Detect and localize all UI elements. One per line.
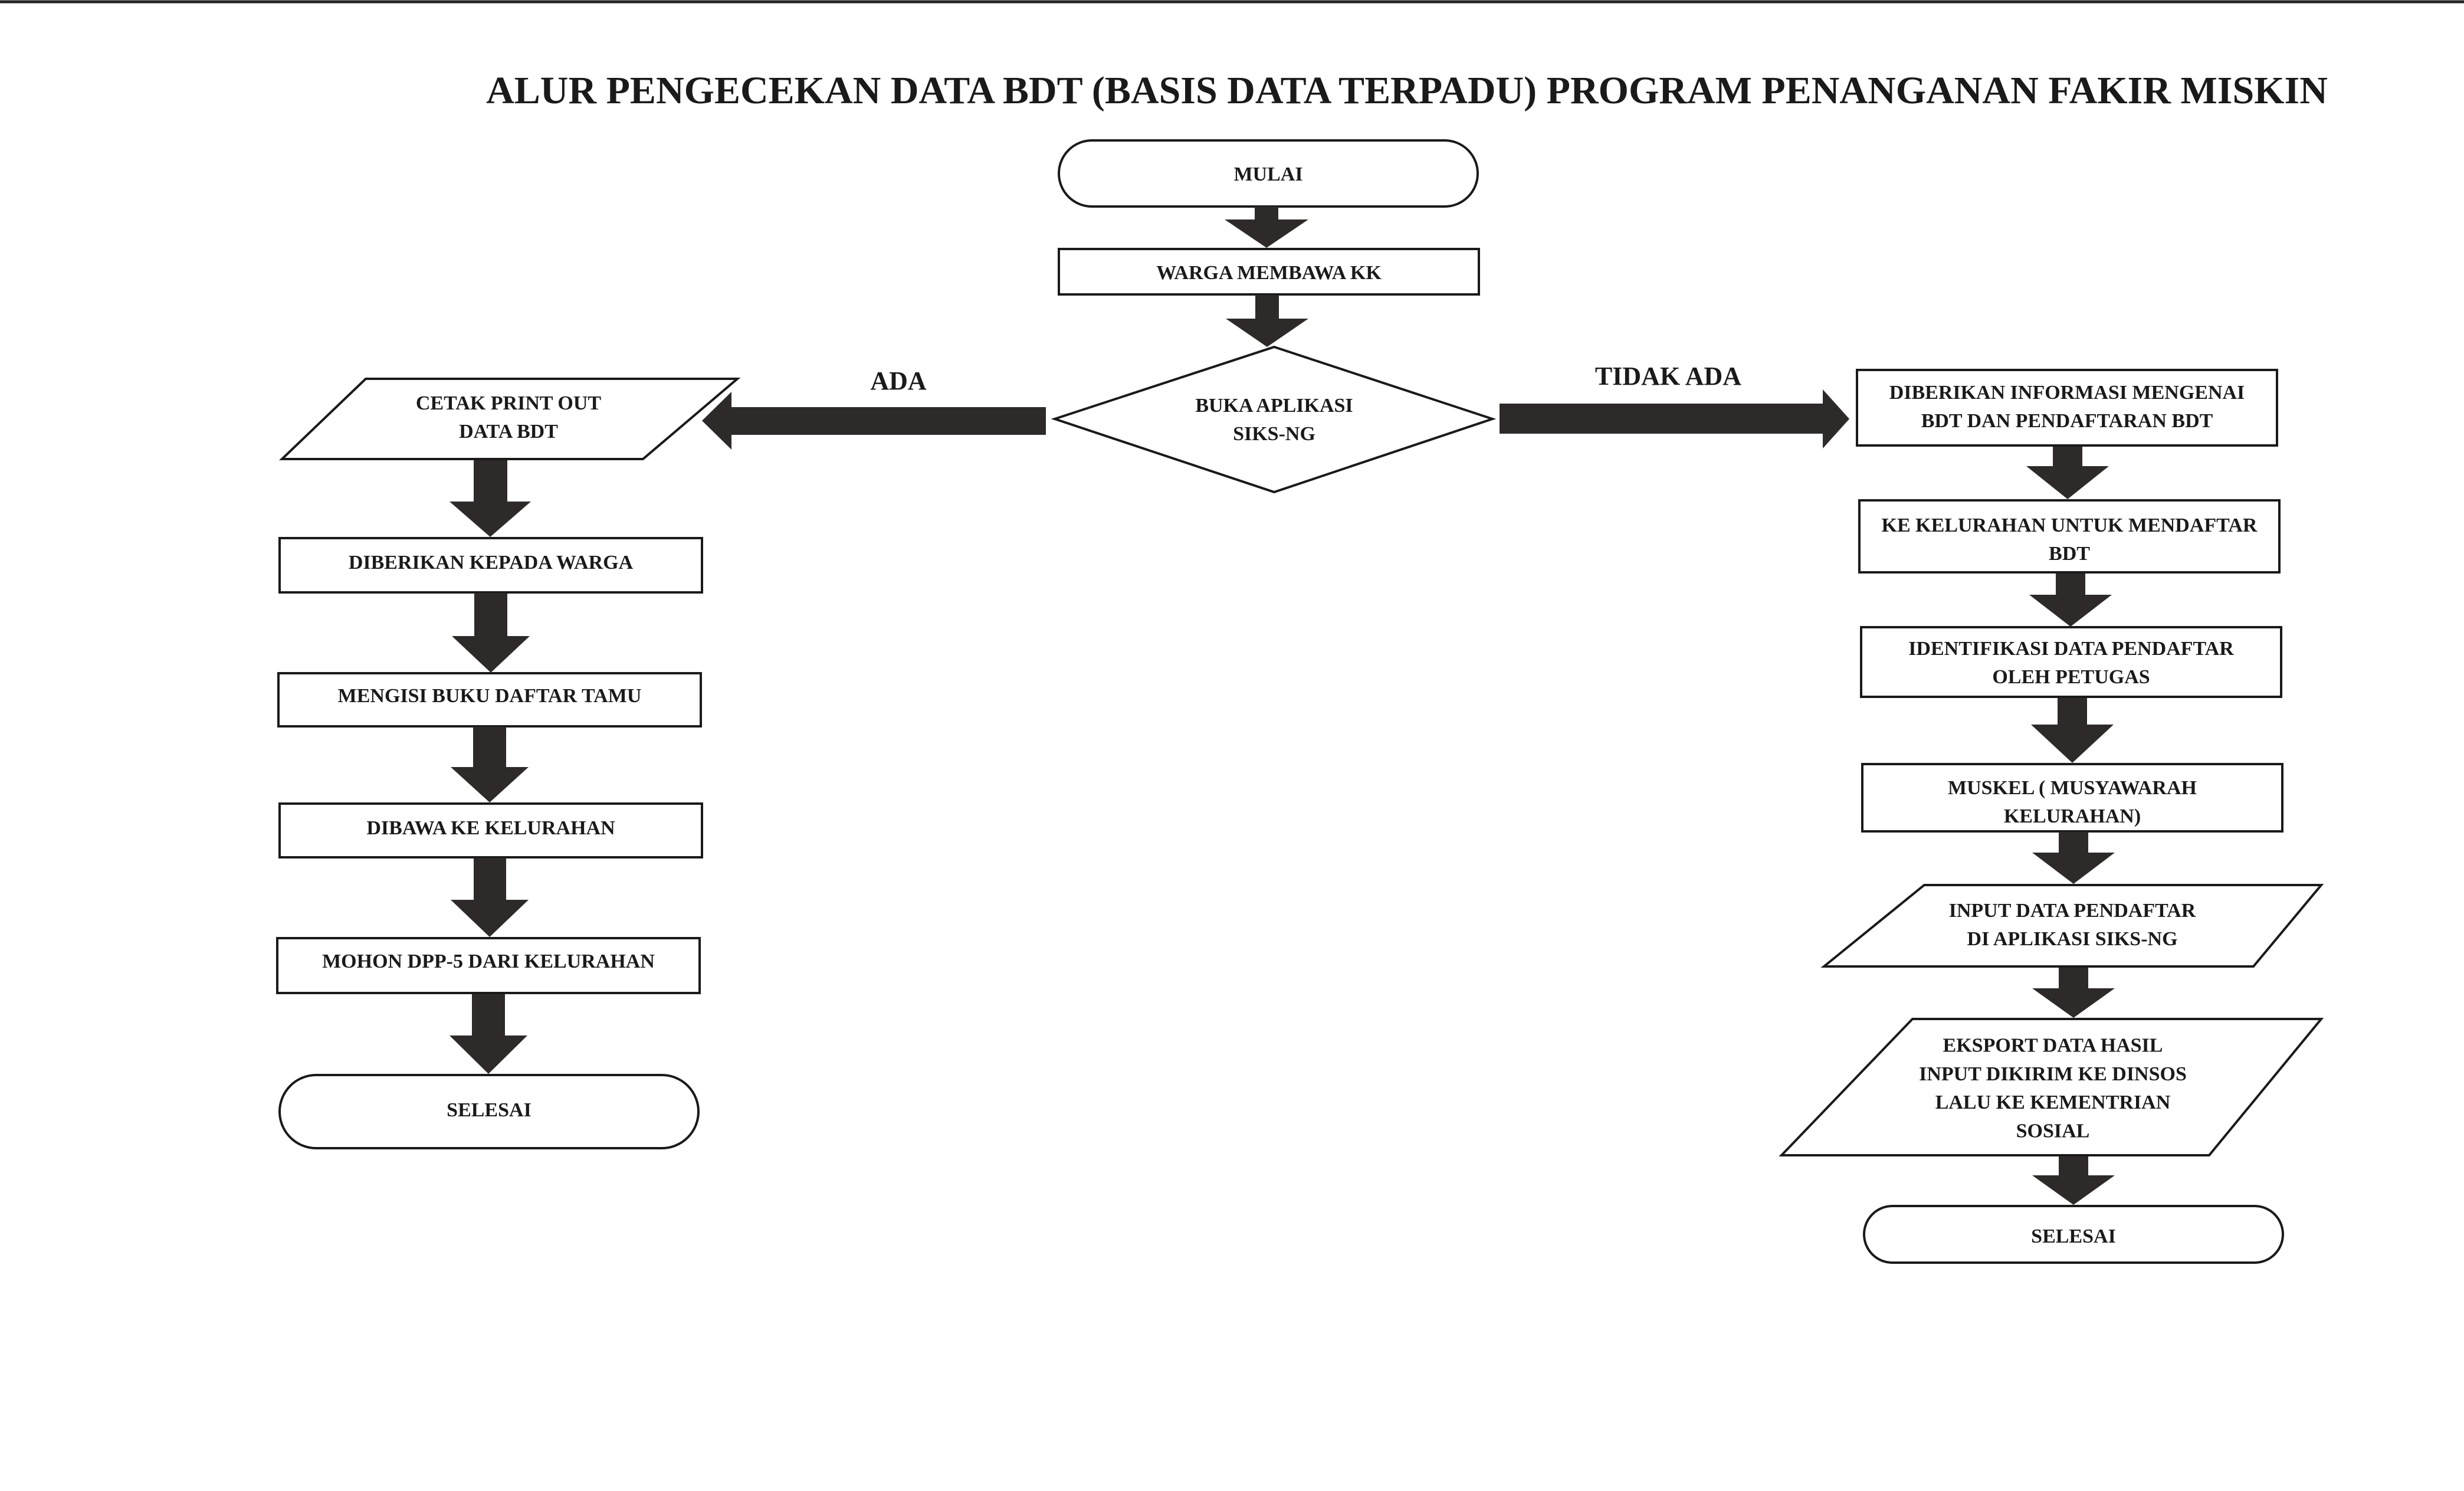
guestbook-box — [277, 672, 702, 728]
connectors — [450, 207, 2115, 1205]
page-title: ALUR PENGECEKAN DATA BDT (BASIS DATA TER… — [486, 69, 2328, 112]
node-start: MULAI — [1058, 139, 1479, 208]
input-label: INPUT DATA PENDAFTAR DI APLIKASI SIKS-NG — [1949, 900, 2196, 950]
r-end-line-1: SELESAI — [2031, 1225, 2116, 1247]
arrow-register-to-identify — [2029, 574, 2112, 627]
end-left-terminator — [278, 1074, 700, 1149]
r-identify-line-1: IDENTIFIKASI DATA PENDAFTAR — [1908, 638, 2234, 660]
node-guestbook: MENGISI BUKU DAFTAR TAMU — [277, 672, 702, 728]
arrow-muskel-to-input — [2032, 832, 2115, 884]
take-kelurahan-label: DIBAWA KE KELURAHAN — [366, 817, 615, 839]
arrow-identify-to-muskel — [2031, 698, 2114, 763]
muskel-label: MUSKEL ( MUSYAWARAH KELURAHAN) — [1948, 777, 2197, 827]
arrow-print-to-give — [450, 460, 531, 537]
arrow-give-to-guestbook — [452, 593, 530, 673]
print-out-label: CETAK PRINT OUT DATA BDT — [416, 392, 602, 443]
print-out-parallelogram — [279, 378, 741, 460]
r-identify-line-2: OLEH PETUGAS — [1992, 666, 2150, 688]
node-identify: IDENTIFIKASI DATA PENDAFTAR OLEH PETUGAS — [1860, 626, 2282, 698]
node-print-out: CETAK PRINT OUT DATA BDT — [279, 378, 741, 460]
end-right-terminator — [1863, 1205, 2284, 1264]
l-give-line-1: DIBERIKAN KEPADA WARGA — [349, 552, 634, 574]
give-citizen-label: DIBERIKAN KEPADA WARGA — [349, 552, 634, 574]
node-muskel: MUSKEL ( MUSYAWARAH KELURAHAN) — [1861, 763, 2283, 833]
r-input-line-2: DI APLIKASI SIKS-NG — [1967, 928, 2177, 950]
input-parallelogram — [1820, 884, 2324, 968]
r-info-line-2: BDT DAN PENDAFTARAN BDT — [1921, 410, 2213, 432]
node-dpp5: MOHON DPP-5 DARI KELURAHAN — [276, 937, 701, 994]
guestbook-label: MENGISI BUKU DAFTAR TAMU — [338, 685, 642, 707]
arrow-kk-to-decision — [1226, 295, 1308, 347]
give-citizen-box — [278, 537, 703, 594]
decision-label: BUKA APLIKASI SIKS-NG — [1195, 395, 1353, 445]
bring-kk-line-1: WARGA MEMBAWA KK — [1156, 262, 1382, 284]
node-end-left: SELESAI — [278, 1074, 700, 1149]
node-register: KE KELURAHAN UNTUK MENDAFTAR BDT — [1858, 499, 2281, 574]
muskel-box — [1861, 763, 2283, 833]
info-label: DIBERIKAN INFORMASI MENGENAI BDT DAN PEND… — [1889, 382, 2245, 432]
node-info: DIBERIKAN INFORMASI MENGENAI BDT DAN PEND… — [1856, 369, 2278, 447]
decision-line-2: SIKS-NG — [1233, 423, 1315, 445]
bring-kk-box — [1058, 248, 1480, 296]
node-input: INPUT DATA PENDAFTAR DI APLIKASI SIKS-NG — [1820, 884, 2324, 968]
r-export-line-1: EKSPORT DATA HASIL — [1943, 1034, 2163, 1056]
decision-diamond — [1051, 345, 1497, 494]
r-info-line-1: DIBERIKAN INFORMASI MENGENAI — [1889, 382, 2245, 404]
l-guestbook-line-1: MENGISI BUKU DAFTAR TAMU — [338, 685, 642, 707]
identify-box — [1860, 626, 2282, 698]
r-muskel-line-1: MUSKEL ( MUSYAWARAH — [1948, 777, 2197, 799]
l-dpp5-line-1: MOHON DPP-5 DARI KELURAHAN — [322, 951, 655, 972]
arrow-guestbook-to-take — [451, 727, 529, 802]
register-box — [1858, 499, 2281, 574]
start-line-1: MULAI — [1233, 163, 1302, 185]
node-take-kelurahan: DIBAWA KE KELURAHAN — [278, 802, 703, 858]
end-left-label: SELESAI — [447, 1099, 531, 1121]
dpp5-label: MOHON DPP-5 DARI KELURAHAN — [322, 951, 655, 972]
r-export-line-3: LALU KE KEMENTRIAN — [1935, 1092, 2171, 1113]
l-print-line-1: CETAK PRINT OUT — [416, 392, 602, 414]
r-input-line-1: INPUT DATA PENDAFTAR — [1949, 900, 2196, 922]
r-register-line-1: KE KELURAHAN UNTUK MENDAFTAR — [1882, 515, 2258, 536]
node-bring-kk: WARGA MEMBAWA KK — [1058, 248, 1480, 296]
node-give-citizen: DIBERIKAN KEPADA WARGA — [278, 537, 703, 594]
identify-label: IDENTIFIKASI DATA PENDAFTAR OLEH PETUGAS — [1908, 638, 2234, 688]
take-kelurahan-box — [278, 802, 703, 858]
r-export-line-4: SOSIAL — [2016, 1120, 2090, 1142]
r-export-line-2: INPUT DIKIRIM KE DINSOS — [1919, 1063, 2187, 1085]
node-decision: BUKA APLIKASI SIKS-NG — [1051, 345, 1497, 494]
arrow-input-to-export — [2032, 968, 2115, 1018]
dpp5-box — [276, 937, 701, 994]
arrow-start-to-kk — [1225, 207, 1308, 248]
bring-kk-label: WARGA MEMBAWA KK — [1156, 262, 1382, 284]
end-right-label: SELESAI — [2031, 1225, 2116, 1247]
export-parallelogram — [1779, 1018, 2324, 1156]
register-label: KE KELURAHAN UNTUK MENDAFTAR BDT — [1882, 515, 2258, 565]
node-end-right: SELESAI — [1863, 1205, 2284, 1264]
start-label: MULAI — [1233, 163, 1302, 185]
arrow-dpp5-to-end — [450, 994, 527, 1074]
info-box — [1856, 369, 2278, 447]
branch-label-yes: ADA — [870, 366, 927, 395]
arrow-decision-to-left — [702, 392, 1046, 450]
node-export: EKSPORT DATA HASIL INPUT DIKIRIM KE DINSO… — [1779, 1018, 2324, 1156]
export-label: EKSPORT DATA HASIL INPUT DIKIRIM KE DINSO… — [1919, 1034, 2187, 1142]
arrow-take-to-dpp5 — [451, 858, 529, 937]
arrow-info-to-register — [2026, 447, 2109, 499]
arrow-export-to-end — [2032, 1156, 2115, 1205]
arrow-decision-to-right — [1500, 389, 1849, 448]
r-register-line-2: BDT — [2049, 543, 2090, 565]
l-take-line-1: DIBAWA KE KELURAHAN — [366, 817, 615, 839]
r-muskel-line-2: KELURAHAN) — [2004, 805, 2141, 827]
decision-line-1: BUKA APLIKASI — [1195, 395, 1353, 417]
branch-label-no: TIDAK ADA — [1595, 362, 1741, 391]
l-print-line-2: DATA BDT — [459, 421, 558, 443]
l-end-line-1: SELESAI — [447, 1099, 531, 1121]
